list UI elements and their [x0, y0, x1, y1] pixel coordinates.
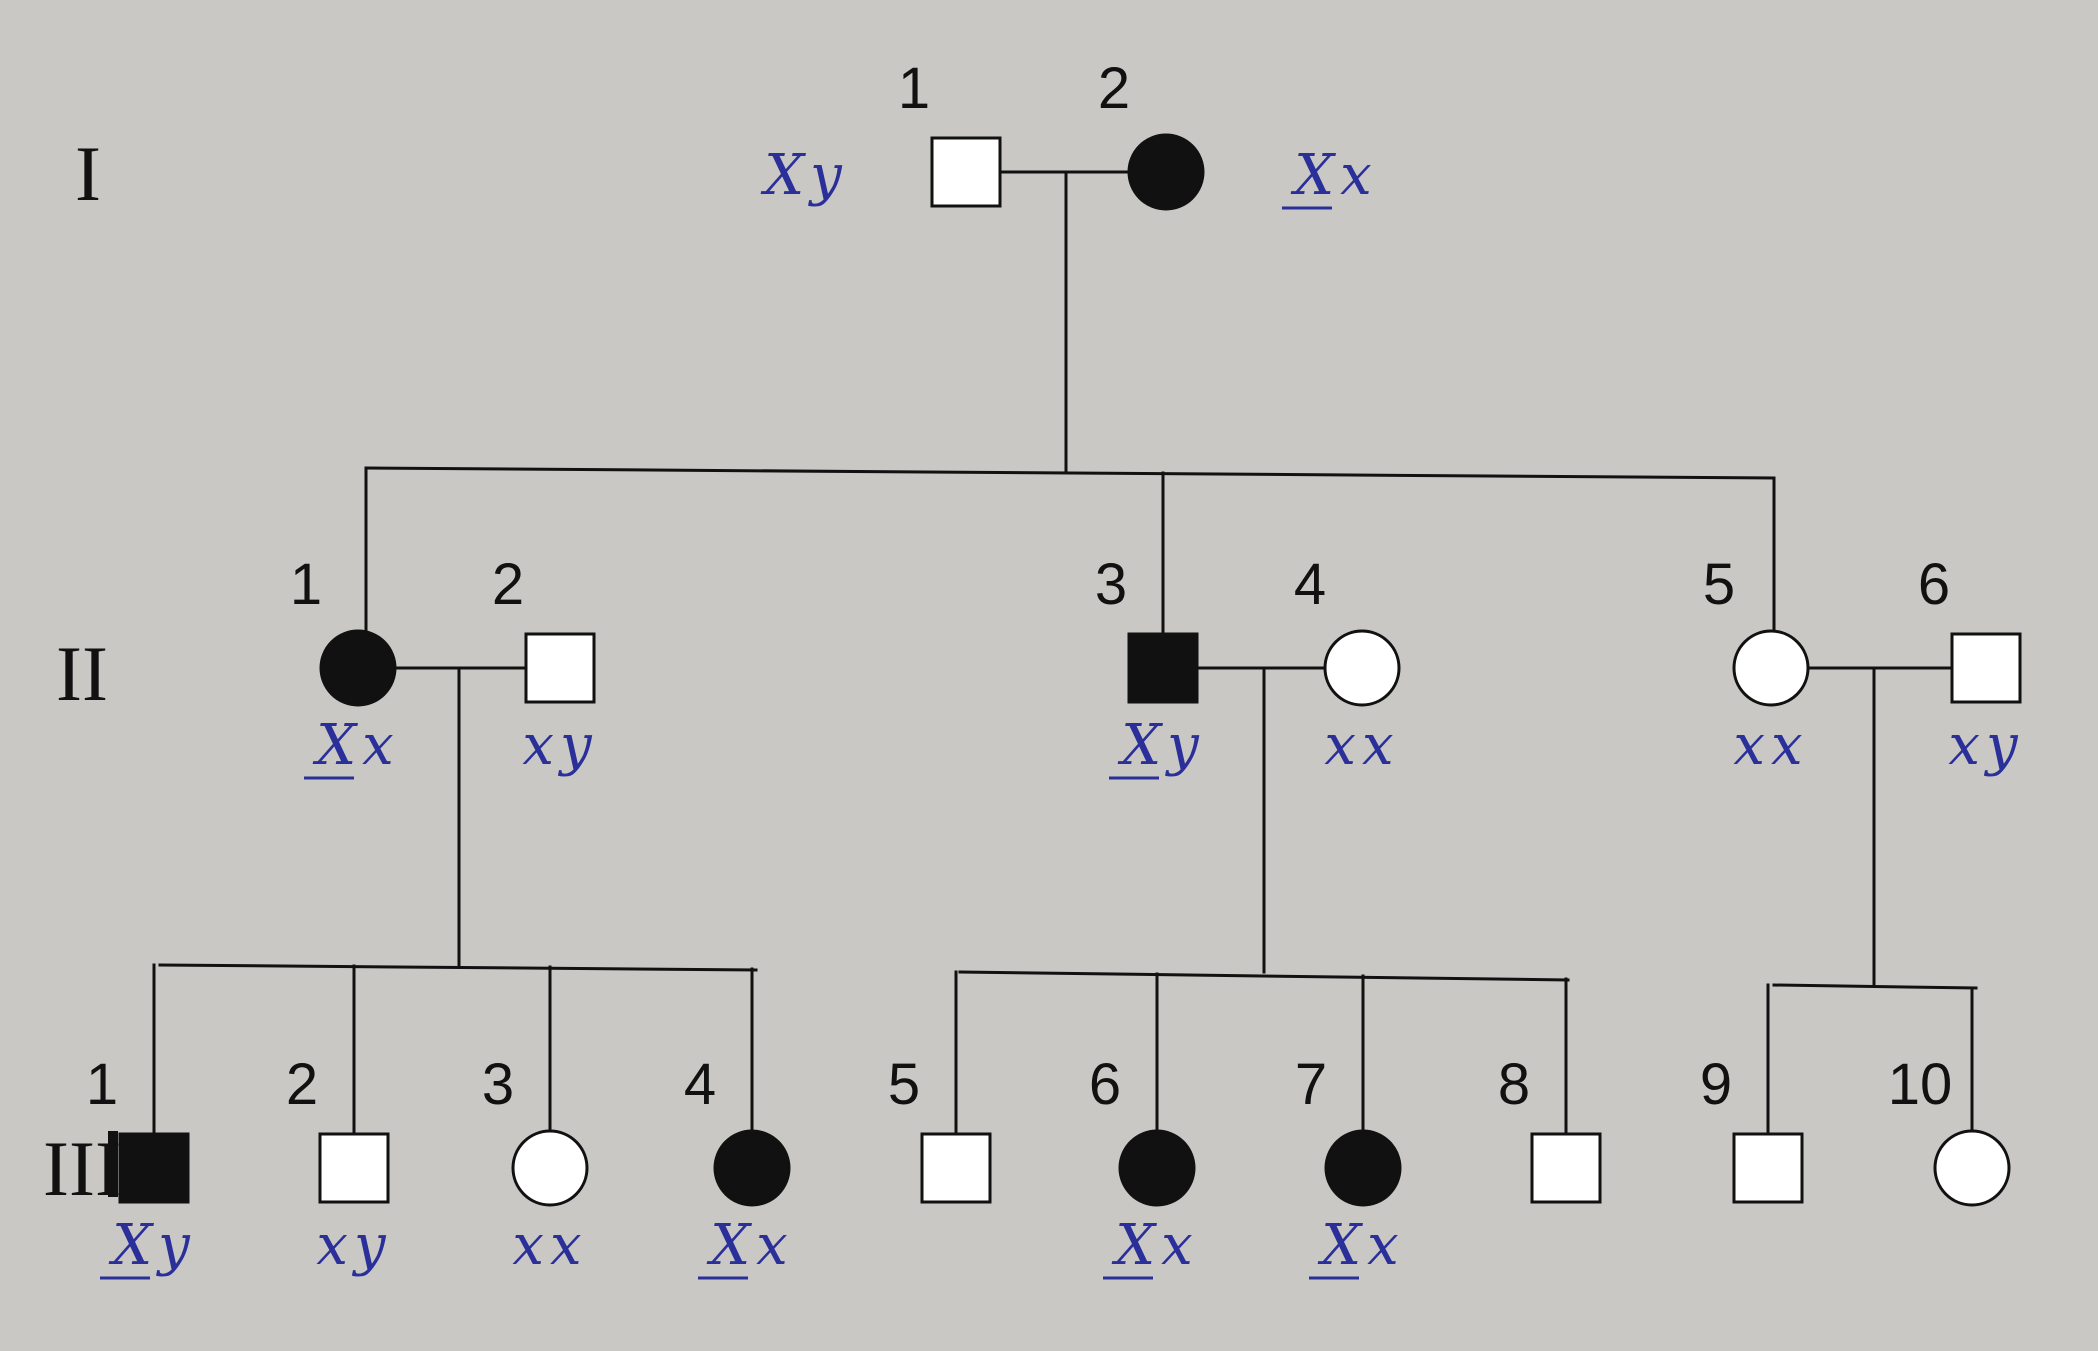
sibship-line-III-1-4 — [158, 963, 758, 972]
individual-number: 6 — [1089, 1052, 1121, 1117]
generation-label-III: III — [43, 1125, 121, 1212]
genotype-annotation: xx — [1324, 713, 1399, 778]
unaffected-male-symbol — [1732, 1132, 1804, 1204]
genotype-annotation: Xx — [312, 713, 399, 778]
individual-number: 3 — [482, 1052, 514, 1117]
affected-male-symbol — [118, 1132, 190, 1204]
individual-number: 1 — [86, 1052, 118, 1117]
affected-female-symbol — [1118, 1129, 1196, 1207]
individual-III-10: 10 — [1888, 1052, 2011, 1207]
generation-label-III-bar — [108, 1131, 118, 1197]
individual-III-8: 8 — [1498, 1052, 1602, 1204]
unaffected-female-symbol — [1323, 629, 1401, 707]
genotype-annotation: xx — [512, 1213, 587, 1278]
unaffected-female-symbol — [511, 1129, 589, 1207]
affected-female-symbol — [1127, 133, 1205, 211]
unaffected-male-symbol — [1950, 632, 2022, 704]
individual-III-1: 1Xy — [86, 1052, 196, 1280]
unaffected-male-symbol — [524, 632, 596, 704]
individual-III-9: 9 — [1700, 1052, 1804, 1204]
individual-II-1: 1Xx — [290, 552, 399, 780]
individual-number: 2 — [1098, 56, 1130, 121]
individual-number: 5 — [888, 1052, 920, 1117]
unaffected-female-symbol — [1732, 629, 1810, 707]
individual-I-1: 1Xy — [760, 56, 1002, 208]
affected-male-symbol — [1127, 632, 1199, 704]
individual-number: 2 — [492, 552, 524, 617]
individual-III-7: 7Xx — [1295, 1052, 1404, 1280]
individual-III-6: 6Xx — [1089, 1052, 1198, 1280]
genotype-annotation: Xx — [1290, 143, 1377, 208]
genotype-annotation: xx — [1733, 713, 1808, 778]
generation-label-II: II — [56, 630, 108, 717]
individual-number: 10 — [1888, 1052, 1953, 1117]
sibship-line-III-9-10 — [1772, 983, 1978, 990]
genotype-annotation: xy — [1948, 713, 2023, 778]
individual-number: 7 — [1295, 1052, 1327, 1117]
unaffected-male-symbol — [1530, 1132, 1602, 1204]
individual-number: 8 — [1498, 1052, 1530, 1117]
individual-number: 5 — [1703, 552, 1735, 617]
individual-I-2: 2Xx — [1098, 56, 1377, 211]
genotype-annotation: Xy — [108, 1213, 196, 1278]
individual-number: 9 — [1700, 1052, 1732, 1117]
affected-female-symbol — [1324, 1129, 1402, 1207]
unaffected-male-symbol — [930, 136, 1002, 208]
generation-label-I: I — [75, 130, 101, 217]
individual-III-5: 5 — [888, 1052, 992, 1204]
individual-number: 2 — [286, 1052, 318, 1117]
individual-III-4: 4Xx — [684, 1052, 793, 1280]
individual-number: 6 — [1918, 552, 1950, 617]
genotype-annotation: Xx — [1111, 1213, 1198, 1278]
individual-number: 1 — [290, 552, 322, 617]
genotype-annotation: Xy — [1117, 713, 1205, 778]
individual-II-3: 3Xy — [1095, 552, 1205, 780]
individual-II-2: 2 xy — [492, 552, 597, 778]
unaffected-male-symbol — [920, 1132, 992, 1204]
sibship-line-II — [364, 466, 1776, 480]
individual-III-3: 3 xx — [482, 1052, 589, 1278]
genotype-annotation: Xx — [1317, 1213, 1404, 1278]
unaffected-male-symbol — [318, 1132, 390, 1204]
genotype-annotation: xy — [316, 1213, 391, 1278]
genotype-annotation: Xy — [760, 143, 848, 208]
sibship-line-III-5-8 — [958, 970, 1570, 982]
individual-II-4: 4 xx — [1294, 552, 1401, 778]
individual-number: 1 — [898, 56, 930, 121]
individual-II-6: 6 xy — [1918, 552, 2023, 778]
connection-lines — [152, 170, 1978, 1136]
genotype-annotation: Xx — [706, 1213, 793, 1278]
individual-number: 4 — [1294, 552, 1326, 617]
affected-female-symbol — [319, 629, 397, 707]
individual-number: 4 — [684, 1052, 716, 1117]
affected-female-symbol — [713, 1129, 791, 1207]
individual-number: 3 — [1095, 552, 1127, 617]
unaffected-female-symbol — [1933, 1129, 2011, 1207]
genotype-annotation: xy — [522, 713, 597, 778]
individual-II-5: 5 xx — [1703, 552, 1810, 778]
individual-III-2: 2 xy — [286, 1052, 391, 1278]
